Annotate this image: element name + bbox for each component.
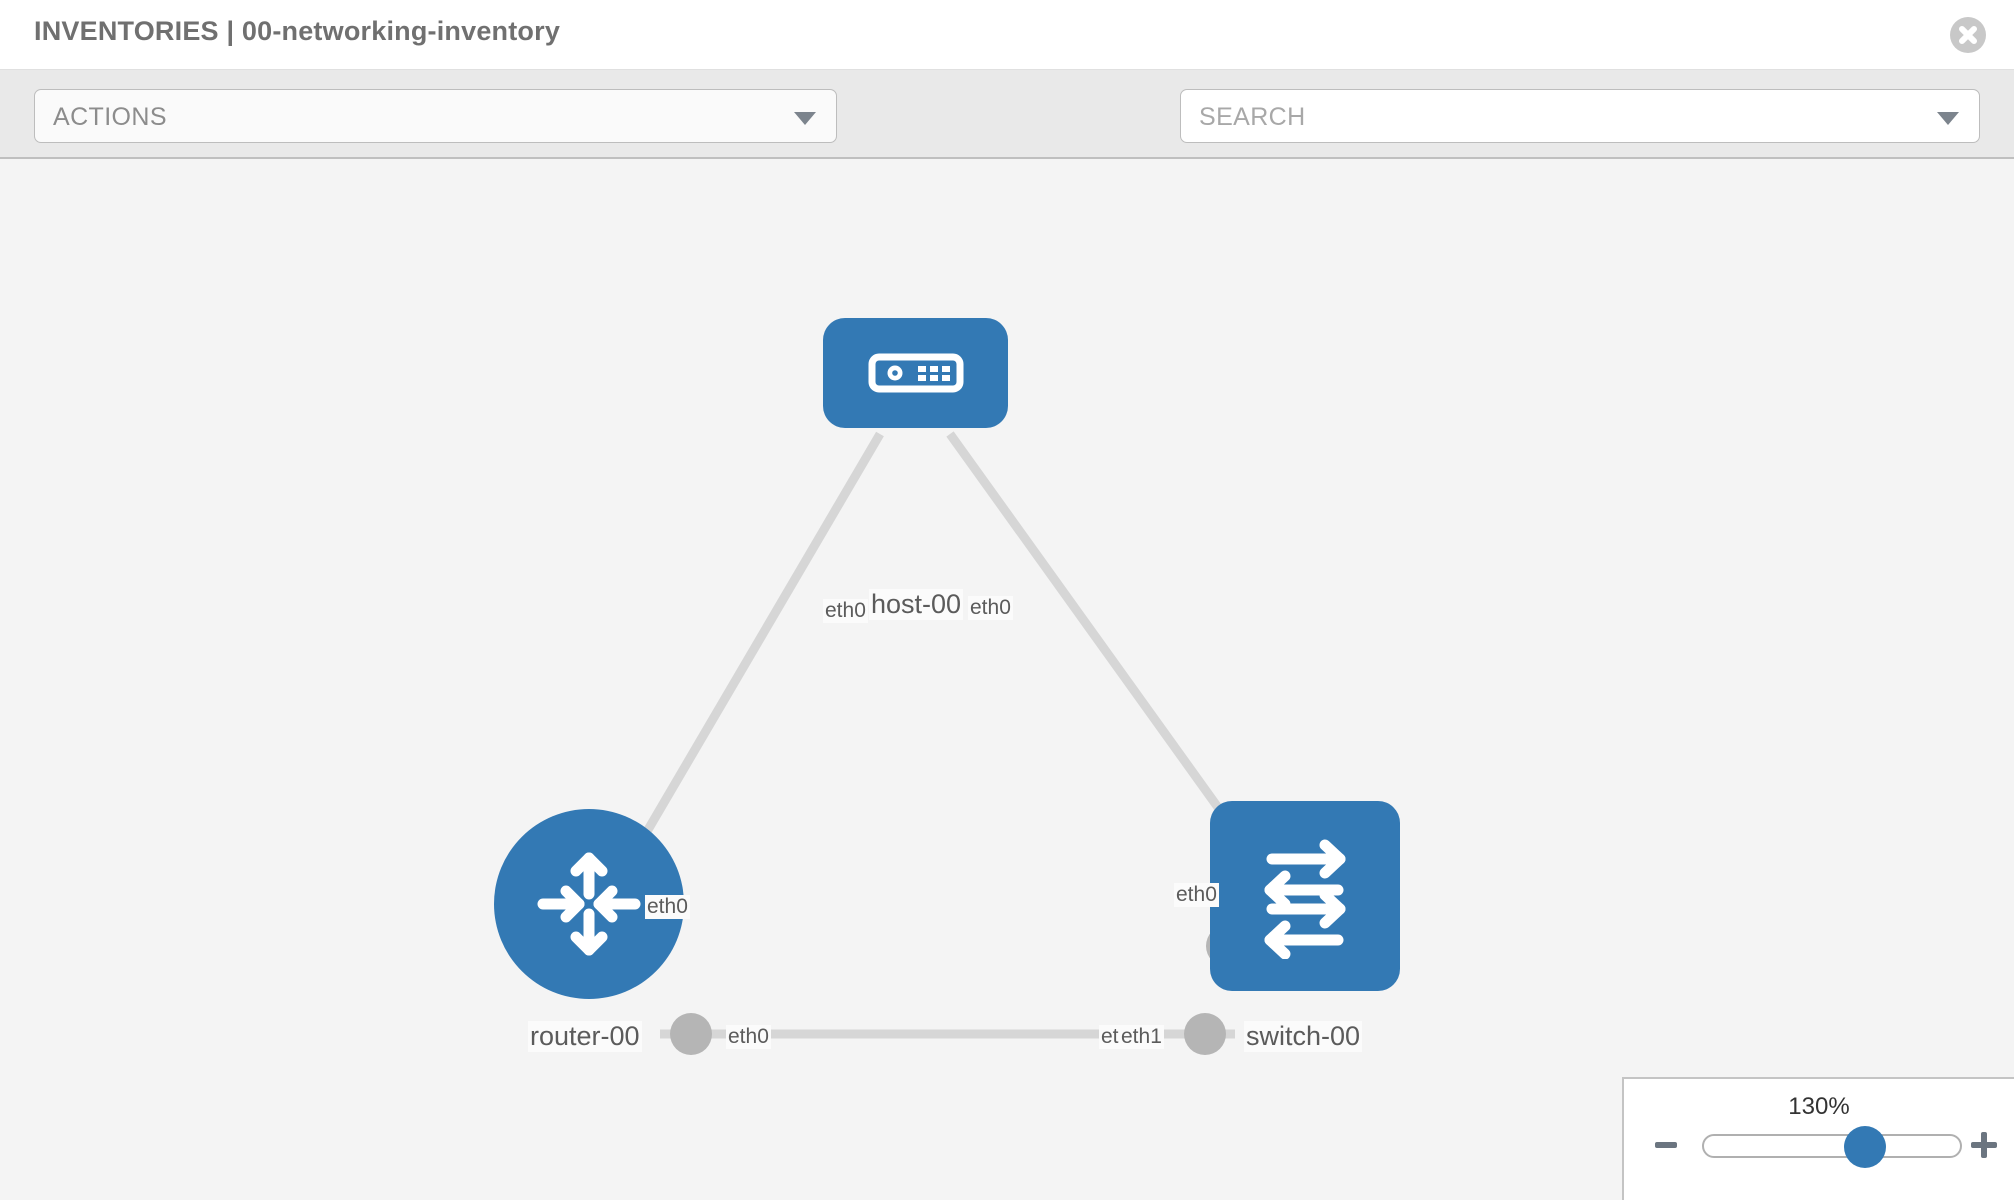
page-title: INVENTORIES | 00-networking-inventory xyxy=(34,16,561,46)
search-placeholder: SEARCH xyxy=(1199,103,1306,131)
page-header: INVENTORIES | 00-networking-inventory xyxy=(0,0,2014,70)
actions-dropdown[interactable]: ACTIONS xyxy=(34,89,837,143)
zoom-level-value: 130% xyxy=(1788,1093,1850,1120)
interface-label: eth0 xyxy=(645,895,690,919)
chevron-down-icon xyxy=(794,112,816,125)
zoom-control-panel: 130% xyxy=(1622,1077,2014,1200)
node-label-host-00: host-00 xyxy=(869,589,964,620)
minus-icon xyxy=(1655,1142,1677,1148)
plus-icon xyxy=(1971,1132,1997,1158)
topology-canvas[interactable]: host-00 router-00 xyxy=(0,159,2014,1200)
zoom-in-button[interactable] xyxy=(1964,1125,2004,1165)
node-label-router-00: router-00 xyxy=(528,1021,642,1052)
node-switch-00[interactable] xyxy=(1210,801,1400,991)
node-host-00[interactable] xyxy=(823,318,1008,428)
server-icon xyxy=(868,353,963,393)
interface-label: eth0 xyxy=(968,596,1013,620)
interface-label: eth1 xyxy=(1119,1025,1164,1049)
search-input[interactable]: SEARCH xyxy=(1180,89,1980,143)
interface-label: eth0 xyxy=(1174,883,1219,907)
chevron-down-icon[interactable] xyxy=(1937,112,1959,125)
link-endpoint xyxy=(670,1013,712,1055)
interface-label: eth0 xyxy=(823,599,868,623)
zoom-slider-track[interactable] xyxy=(1702,1126,1962,1168)
switch-icon xyxy=(1264,839,1346,959)
node-label-switch-00: switch-00 xyxy=(1244,1021,1363,1052)
actions-dropdown-label: ACTIONS xyxy=(53,103,167,131)
close-icon[interactable] xyxy=(1950,17,1986,53)
toolbar: ACTIONS SEARCH xyxy=(0,70,2014,197)
zoom-slider-thumb[interactable] xyxy=(1844,1126,1887,1168)
topology-links xyxy=(621,431,1259,1039)
link-endpoint xyxy=(1184,1013,1226,1055)
interface-label: eth0 xyxy=(726,1025,771,1049)
zoom-out-button[interactable] xyxy=(1646,1125,1686,1165)
router-icon xyxy=(537,852,641,956)
